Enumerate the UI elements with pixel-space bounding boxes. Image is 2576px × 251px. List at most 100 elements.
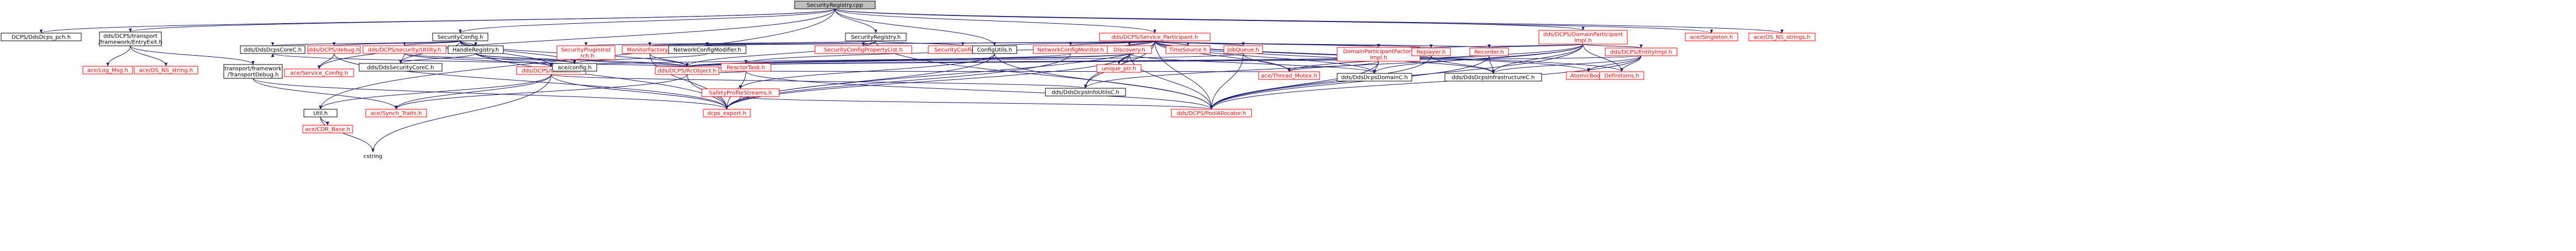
node-label: transport/framework — [224, 66, 282, 72]
edge-securityconfig-to-guidutils — [460, 40, 553, 67]
edge-reactortask-to-poolalloc — [745, 71, 1213, 110]
edge-entityimpl-to-poolalloc — [1210, 55, 1642, 110]
node-cstring[interactable]: cstring — [364, 154, 382, 160]
edge-dpimpl-to-entityimpl — [1583, 44, 1643, 49]
node-infrastructure[interactable]: dds/DdsDcpsInfrastructureC.h — [1444, 73, 1542, 82]
node-secplugininst[interactable]: SecurityPluginInst_rch.h — [556, 45, 616, 60]
node-label: dds/DCPS/RcObject.h — [658, 68, 716, 74]
edge-recorder-to-poolalloc — [1210, 55, 1490, 110]
node-reactortask[interactable]: ReactorTask.h — [721, 63, 771, 72]
node-label: dds/DCPS/DomainParticipant — [1543, 32, 1623, 38]
node-box — [668, 45, 746, 54]
node-infoutils[interactable]: dds/DdsDcpsInfoUtilsC.h — [1045, 88, 1126, 97]
edge-rcobject-to-synchtraits — [395, 74, 687, 110]
edge-guidutils-to-utilh — [319, 74, 551, 110]
node-box — [307, 45, 361, 54]
node-threadmutex[interactable]: ace/Thread_Mutex.h — [1258, 71, 1320, 80]
node-safetyprofile[interactable]: SafetyProfileStreams.h — [701, 88, 780, 97]
node-label: ConfigUtils.h — [977, 47, 1012, 54]
edge-entryexit-to-transportdebug — [130, 45, 255, 65]
edge-serviceparticipant-to-configutils — [993, 40, 1155, 46]
node-label: NetworkConfigMonitor.h — [1037, 47, 1103, 54]
node-dcpsexport[interactable]: dcps_export.h — [703, 109, 751, 118]
node-box — [814, 45, 912, 54]
node-label: Impl.h — [1370, 55, 1387, 61]
node-osnsstrings[interactable]: ace/OS_NS_strings.h — [1748, 33, 1816, 41]
node-poolalloc[interactable]: dds/DCPS/PoolAllocator.h — [1171, 109, 1252, 118]
node-box — [1099, 33, 1211, 41]
node-label: HandleRegistry.h — [453, 47, 499, 54]
edge-dpimpl-to-threadmutex — [1287, 44, 1584, 72]
node-secdcore[interactable]: dds/DdsSecurityCoreC.h — [359, 63, 443, 72]
node-secutility[interactable]: dds/DCPS/security/Utility.h — [362, 45, 446, 54]
node-label: ace/OS_NS_strings.h — [1754, 35, 1811, 41]
node-timesource[interactable]: TimeSource.h — [1165, 45, 1211, 54]
node-singleton[interactable]: ace/Singleton.h — [1685, 33, 1738, 41]
node-label: dds/DCPS/Service_Participant.h — [1112, 35, 1198, 41]
edge-guidutils-to-cstring — [371, 74, 551, 153]
edge-handleregistry-to-guidutils — [475, 53, 553, 67]
node-uniqueptr[interactable]: unique_ptr.h — [1096, 64, 1142, 73]
node-securityconfig[interactable]: SecurityConfig.h — [432, 33, 488, 41]
edge-entryexit-to-logmsg — [106, 45, 131, 67]
node-box — [1258, 71, 1320, 80]
node-aceconfig[interactable]: ace/config.h — [552, 63, 597, 72]
node-osnsstring1[interactable]: ace/OS_NS_string.h — [134, 66, 198, 74]
node-serviceparticipant[interactable]: dds/DCPS/Service_Participant.h — [1099, 33, 1211, 41]
node-box — [1045, 88, 1126, 97]
node-netcfgmonitor[interactable]: NetworkConfigMonitor.h — [1033, 45, 1108, 54]
node-handleregistry[interactable]: HandleRegistry.h — [448, 45, 504, 54]
node-entityimpl[interactable]: dds/DCPS/EntityImpl.h — [1605, 47, 1678, 56]
node-secpropertylist[interactable]: SecurityConfigPropertyList.h — [814, 45, 912, 54]
node-box — [655, 66, 719, 75]
edge-safetyprofile-to-poolalloc — [740, 96, 1213, 110]
edge-securityconfig-to-secutility — [403, 40, 461, 46]
node-box — [721, 63, 771, 72]
node-label: SecurityPluginInst — [561, 47, 611, 54]
node-box — [240, 45, 306, 54]
node-rcobject[interactable]: dds/DCPS/RcObject.h — [655, 66, 719, 75]
node-label: MonitorFactory.h — [627, 47, 673, 54]
edge-securityconfig-to-handleregistry — [460, 40, 477, 46]
node-utilh[interactable]: Util.h — [303, 109, 338, 118]
node-cdrbase[interactable]: ace/CDR_Base.h — [302, 125, 353, 133]
node-definitions[interactable]: Definitions.h — [1599, 71, 1644, 80]
node-label: dds/DdsDcpsDomainC.h — [1341, 75, 1408, 81]
node-label: AtomicBool.h — [1570, 73, 1607, 79]
node-box — [1411, 47, 1451, 56]
node-recorder[interactable]: Recorder.h — [1469, 47, 1509, 56]
node-synchtraits[interactable]: ace/Synch_Traits.h — [365, 109, 427, 118]
edge-guidutils-to-infoutils — [551, 74, 1087, 89]
node-box — [302, 125, 353, 133]
node-domainc[interactable]: dds/DdsDcpsDomainC.h — [1337, 73, 1412, 82]
node-securityregistry[interactable]: SecurityRegistry.h — [845, 33, 907, 41]
node-label: SecurityRegistry.h — [851, 35, 901, 41]
node-discovery[interactable]: Discovery.h — [1107, 45, 1152, 54]
node-label: dds/DCPS/GuidUtils.h — [522, 68, 580, 74]
node-coredcps[interactable]: dds/DdsDcpsCoreC.h — [240, 45, 306, 54]
node-configutils[interactable]: ConfigUtils.h — [972, 45, 1017, 54]
node-jobqueue[interactable]: JobQueue.h — [1223, 45, 1263, 54]
edge-discovery-to-rcobject — [686, 53, 1130, 67]
edge-configutils-to-dcpsexport — [725, 53, 995, 110]
node-logmsg[interactable]: ace/Log_Msg.h — [82, 66, 133, 74]
node-transportdebug[interactable]: transport/framework/TransportDebug.h — [223, 64, 283, 79]
node-debug[interactable]: dds/DCPS/debug.h — [307, 45, 361, 54]
node-box — [552, 63, 597, 72]
edge-discovery-to-uniqueptr — [1117, 53, 1130, 65]
node-pch[interactable]: DCPS/DdsDcps_pch.h — [1, 33, 82, 41]
node-replayer[interactable]: Replayer.h — [1411, 47, 1451, 56]
node-label: ace/Synch_Traits.h — [371, 111, 422, 117]
node-label: ace/CDR_Base.h — [305, 127, 350, 133]
node-box — [223, 64, 283, 79]
node-netcfgmodifier[interactable]: NetworkConfigModifier.h — [668, 45, 746, 54]
node-box — [1538, 30, 1628, 45]
edge-debug-to-servicecfg — [317, 53, 334, 70]
node-box — [359, 63, 443, 72]
node-box — [1685, 33, 1738, 41]
node-servicecfg[interactable]: ace/Service_Config.h — [284, 68, 354, 77]
edge-root-to-entryexit — [129, 8, 835, 33]
node-entryexit[interactable]: dds/DCPS/transport/framework/EntryExit.h — [98, 31, 162, 46]
